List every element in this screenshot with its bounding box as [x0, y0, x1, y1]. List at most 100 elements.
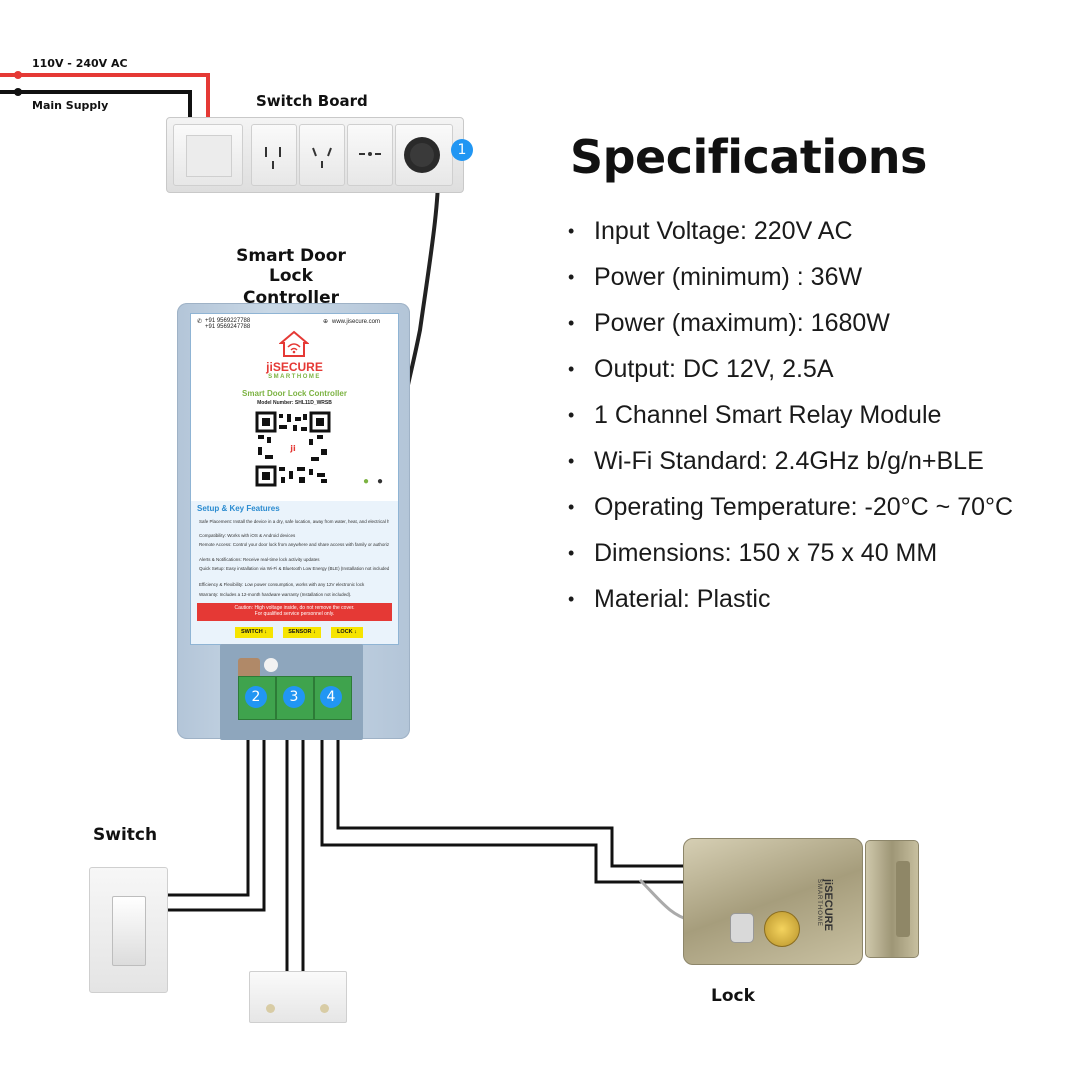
sticker-website: www.jisecure.com: [332, 319, 381, 325]
neutral-wire: [0, 90, 192, 118]
tag-sensor: SENSOR ↓: [283, 627, 321, 638]
caution-line-2: For qualified service personnel only.: [254, 611, 335, 617]
switch-label: Switch: [93, 825, 158, 845]
apple-icon: ●: [377, 476, 384, 487]
door-sensor: [249, 971, 347, 1023]
live-wire: [0, 73, 210, 118]
bullet-icon: •: [568, 267, 575, 287]
controller-label: Smart Door Lock Controller: [214, 246, 368, 308]
switch-board: [166, 117, 464, 193]
lock-label: Lock: [711, 986, 755, 1006]
socket-cell-1: [251, 124, 297, 186]
bullet-icon: •: [568, 589, 575, 609]
specifications-title: Specifications: [570, 130, 927, 184]
sticker-model: Model Number: SHL11D_WRSB: [257, 400, 332, 406]
bullet-icon: •: [568, 313, 575, 333]
wall-switch: [89, 867, 168, 993]
toggle-icon: [112, 896, 146, 966]
socket-angled-icon: [312, 147, 332, 168]
spec-item: • Input Voltage: 220V AC: [568, 210, 1013, 256]
lock-brand: jiSECURE: [822, 879, 834, 931]
main-supply-label: Main Supply: [32, 99, 109, 112]
globe-icon: ⊕: [323, 319, 329, 325]
rocker-icon: [186, 135, 232, 177]
switch-board-label: Switch Board: [256, 92, 368, 110]
caution-line-1: Caution: High voltage inside, do not rem…: [234, 605, 355, 611]
feature-item: Quick Setup: Easy installation via Wi-Fi…: [199, 566, 389, 571]
neutral-wire-dot: [14, 88, 22, 96]
spec-text: Power (minimum) : 36W: [594, 263, 863, 291]
android-icon: ●: [363, 476, 370, 487]
badge-3: 3: [283, 686, 305, 708]
switch-wire-1: [166, 712, 250, 897]
terminal-block-switch: [238, 676, 276, 720]
sticker-phone-2: +91 9569247788: [205, 324, 251, 330]
plug-icon: [404, 137, 440, 173]
home-wifi-icon: [279, 330, 309, 357]
spec-item: •Wi-Fi Standard: 2.4GHz b/g/n+BLE: [568, 440, 1013, 486]
electric-lock: jiSECURE SMARTHOME: [683, 838, 863, 965]
specifications-list: • Input Voltage: 220V AC • Power (minimum)…: [568, 210, 1013, 624]
capacitor-icon: [238, 658, 260, 678]
feature-item: Efficiency & Flexibility: Low power cons…: [199, 582, 365, 587]
component-icon: [264, 658, 278, 672]
spec-text: Output: DC 12V, 2.5A: [594, 355, 834, 383]
lock-sub-brand: SMARTHOME: [816, 879, 822, 927]
sensor-screw-icon: [266, 1004, 275, 1013]
bullet-icon: •: [568, 221, 575, 241]
bullet-icon: •: [568, 359, 575, 379]
bullet-icon: •: [568, 497, 575, 517]
feature-item: Alerts & Notifications: Receive real-tim…: [199, 557, 320, 562]
live-wire-dot: [14, 71, 22, 79]
socket-cell-3: [347, 124, 393, 186]
phone-icon: ✆: [197, 319, 203, 325]
tag-lock: LOCK ↓: [331, 627, 363, 638]
spec-text: Wi-Fi Standard: 2.4GHz b/g/n+BLE: [594, 447, 984, 475]
sticker-sub-brand: SMARTHOME: [268, 374, 321, 380]
socket-cell-2: [299, 124, 345, 186]
lock-strike-plate: [865, 840, 919, 958]
tag-switch: SWITCH ↓: [235, 627, 273, 638]
badge-2: 2: [245, 686, 267, 708]
socket-round-icon: [359, 152, 381, 156]
sticker-top: ✆ +91 9569227788 +91 9569247788 ⊕ www.ji…: [191, 314, 398, 501]
spec-item: • Operating Temperature: -20°C ~ 70°C: [568, 486, 1013, 532]
spec-item: • Material: Plastic: [568, 578, 1013, 624]
feature-item: Compatibility: Works with iOS & Android …: [199, 533, 296, 538]
feature-item: Warranty: Includes a 12-month hardware w…: [199, 592, 352, 597]
bullet-icon: •: [568, 405, 575, 425]
feature-item: Safe Placement: Install the device in a …: [199, 519, 389, 524]
features-title: Setup & Key Features: [197, 504, 280, 513]
spec-text: Input Voltage: 220V AC: [594, 217, 853, 245]
controller-sticker: ✆ +91 9569227788 +91 9569247788 ⊕ www.ji…: [190, 313, 399, 645]
svg-text:ji: ji: [289, 444, 296, 453]
switch-wire-2: [166, 712, 266, 912]
latch-icon: [896, 861, 910, 937]
sticker-phone-1: +91 9569227788: [205, 318, 251, 324]
key-cylinder-icon: [764, 911, 800, 947]
bullet-icon: •: [568, 543, 575, 563]
controller-label-line1: Smart Door Lock: [236, 246, 346, 286]
badge-4: 4: [320, 686, 342, 708]
socket-cell-plugged: [395, 124, 453, 186]
sticker-product: Smart Door Lock Controller: [242, 389, 347, 398]
sensor-screw-icon: [320, 1004, 329, 1013]
lock-button-icon: [730, 913, 754, 943]
spec-text: Operating Temperature: -20°C ~ 70°C: [594, 493, 1014, 521]
spec-item: • Power (minimum) : 36W: [568, 256, 1013, 302]
spec-item: • Output: DC 12V, 2.5A: [568, 348, 1013, 394]
spec-item: • Power (maximum): 1680W: [568, 302, 1013, 348]
spec-item: • 1 Channel Smart Relay Module: [568, 394, 1013, 440]
spec-text: Dimensions: 150 x 75 x 40 MM: [594, 539, 938, 567]
feature-item: Remote Access: Control your door lock fr…: [199, 542, 389, 547]
lock-wire-2: [336, 712, 690, 868]
qr-code-icon: ji: [255, 411, 331, 487]
lock-wire-1: [320, 712, 690, 884]
socket-3pin-icon: [265, 147, 281, 169]
caution-banner: Caution: High voltage inside, do not rem…: [197, 603, 392, 621]
spec-item: • Dimensions: 150 x 75 x 40 MM: [568, 532, 1013, 578]
spec-text: Power (maximum): 1680W: [594, 309, 890, 337]
spec-text: Material: Plastic: [594, 585, 771, 613]
spec-text: 1 Channel Smart Relay Module: [594, 401, 942, 429]
sticker-brand: jiSECURE: [266, 360, 323, 374]
